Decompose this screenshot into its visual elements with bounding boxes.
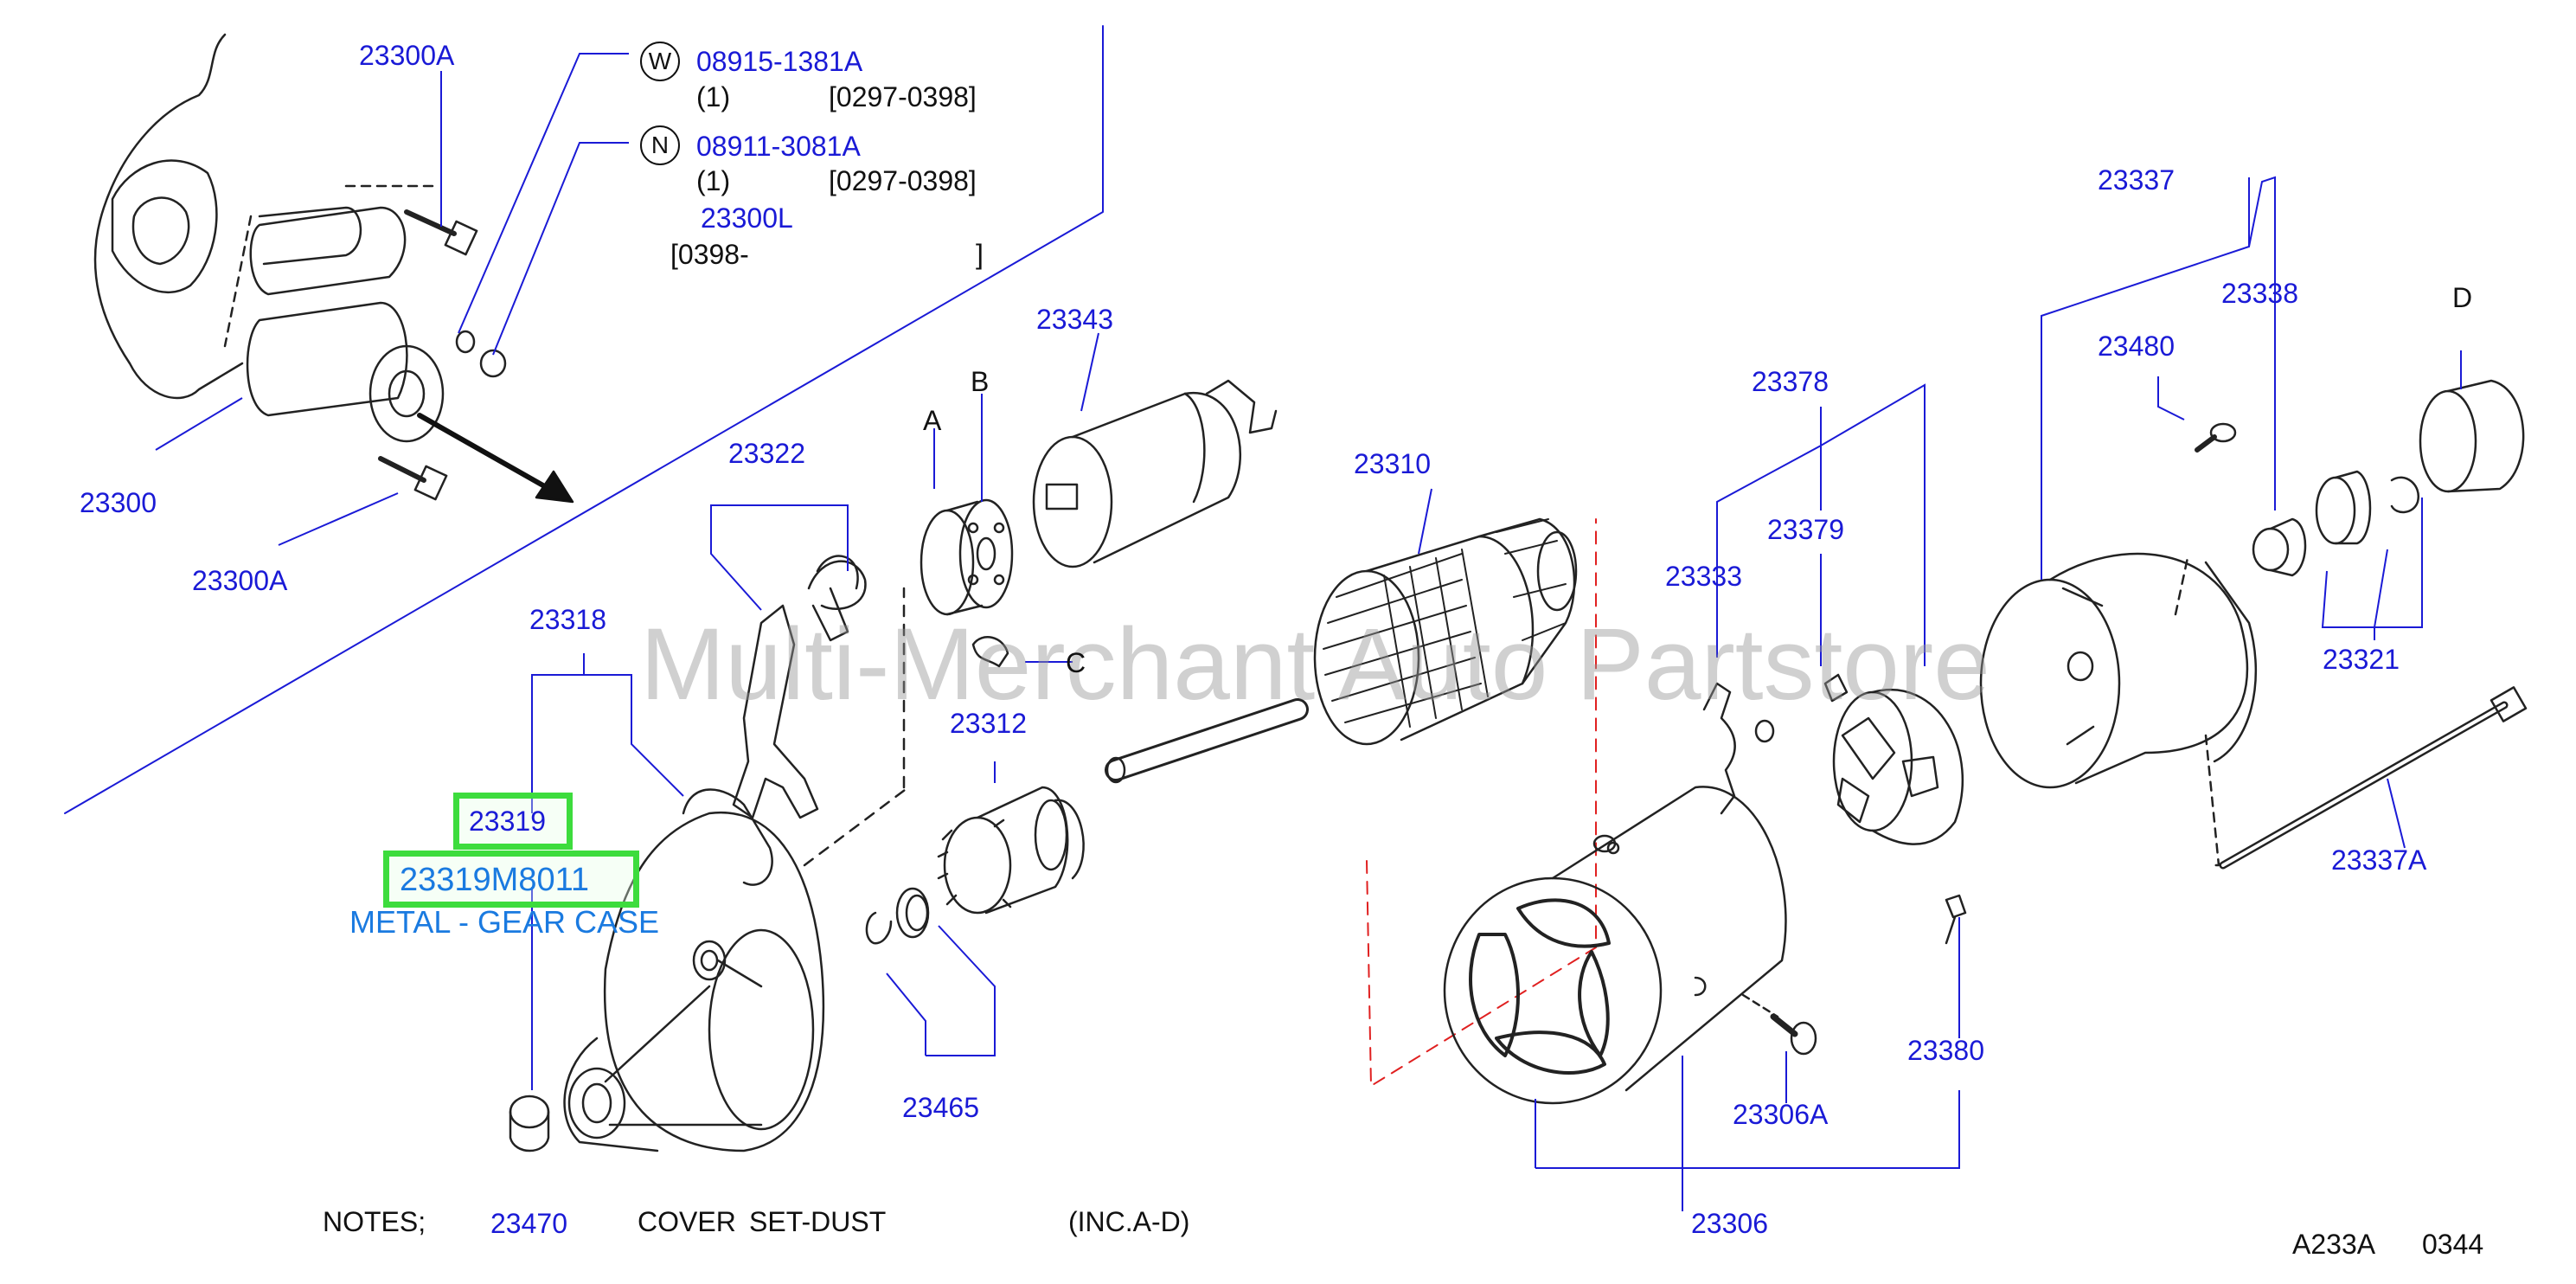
gear-case-body [603, 811, 825, 1152]
cap-D [2419, 379, 2525, 493]
inset-bolt-bottom [378, 456, 448, 501]
label-B: B [971, 366, 990, 397]
brush-holder-23378 [1832, 689, 1964, 845]
callout-23480[interactable]: 23480 [2098, 331, 2175, 362]
date-23300L-close: ] [976, 239, 984, 270]
qty-08915: (1) [696, 81, 731, 112]
inset-washer [455, 330, 476, 354]
inset-starter-body [249, 206, 407, 296]
callout-08911-3081A[interactable]: 08911-3081A [696, 131, 861, 162]
callout-23300L[interactable]: 23300L [701, 202, 793, 234]
screw-23480 [2195, 422, 2237, 453]
yoke-23306 [1443, 786, 1787, 1105]
inset-divider [64, 25, 1104, 814]
snap-ring [865, 911, 893, 945]
callout-23343[interactable]: 23343 [1036, 304, 1113, 335]
gear-case-nose [567, 1067, 626, 1140]
direction-arrow [417, 413, 556, 494]
callout-23306A[interactable]: 23306A [1733, 1099, 1829, 1130]
highlight-23319 [453, 793, 573, 850]
callout-23300A-top[interactable]: 23300A [359, 40, 455, 71]
callout-23338[interactable]: 23338 [2221, 278, 2298, 309]
engine-flange [111, 159, 218, 294]
watermark-text: Multi-Merchant Auto Partstore [640, 607, 1990, 722]
callout-08915-1381A[interactable]: 08915-1381A [696, 46, 863, 77]
screw-23306A [1741, 993, 1817, 1056]
leader-lines [155, 53, 2462, 1211]
notes-desc-cover: COVER [638, 1206, 736, 1237]
qty-08911: (1) [696, 165, 731, 196]
rear-cover-23337 [1979, 552, 2258, 789]
label-C: C [1066, 647, 1086, 678]
gear-case-flange [708, 928, 815, 1131]
callout-23310[interactable]: 23310 [1354, 448, 1431, 479]
brush-23379 [1823, 673, 1849, 703]
callout-23337[interactable]: 23337 [2098, 164, 2175, 196]
callout-23380[interactable]: 23380 [1907, 1035, 1984, 1066]
lever-spring [807, 555, 867, 610]
notes-desc-set-dust: SET-DUST [749, 1206, 887, 1237]
shift-lever [732, 604, 819, 819]
callout-23318[interactable]: 23318 [529, 604, 606, 635]
lead-wire-23333 [1702, 682, 1736, 815]
circled-N-icon: N [640, 125, 680, 165]
callout-23319[interactable]: 23319 [469, 806, 546, 837]
stop-ring [895, 887, 930, 939]
callout-23378[interactable]: 23378 [1752, 366, 1829, 397]
engine-bore [131, 196, 190, 266]
date-08911: [0297-0398] [829, 165, 977, 196]
solenoid-plate-A [920, 500, 984, 616]
bearing-23338 [2315, 470, 2372, 545]
inset-bolt-top [404, 209, 478, 256]
inset-motor [246, 301, 408, 417]
e-ring [2390, 476, 2420, 514]
armature-23310 [1105, 517, 1578, 784]
date-23300L: [0398- [670, 239, 749, 270]
label-A: A [923, 405, 942, 436]
label-D: D [2452, 282, 2473, 313]
bushing-23470 [509, 1095, 550, 1152]
callout-23306[interactable]: 23306 [1691, 1208, 1768, 1239]
callout-23465[interactable]: 23465 [902, 1092, 979, 1123]
link-23319M8011[interactable]: 23319M8011 [400, 862, 590, 898]
date-08915: [0297-0398] [829, 81, 977, 112]
dust-cover-outline [1366, 518, 1597, 1087]
through-bolt-23337A [2219, 686, 2528, 870]
callout-23300A-bottom[interactable]: 23300A [192, 565, 288, 596]
circled-W-icon: W [640, 42, 680, 81]
inset-nut [479, 349, 507, 378]
solenoid-plate-B [958, 498, 1014, 609]
engine-block-outline [93, 33, 244, 400]
notes-part-23470[interactable]: 23470 [490, 1208, 567, 1239]
solenoid-23343 [1032, 379, 1278, 568]
callout-23312[interactable]: 23312 [950, 708, 1027, 739]
callout-23337A[interactable]: 23337A [2331, 844, 2427, 876]
notes-included: (INC.A-D) [1068, 1206, 1190, 1237]
inset-starter-solenoid [258, 206, 362, 266]
highlight-23319M8011 [383, 851, 639, 908]
plunger-C [971, 636, 1009, 668]
notes-label: NOTES; [323, 1206, 426, 1237]
spring-23380 [1945, 894, 1967, 945]
part-description: METAL - GEAR CASE [349, 904, 660, 940]
callout-23322[interactable]: 23322 [728, 438, 805, 469]
callout-23300[interactable]: 23300 [80, 487, 157, 518]
callout-23333[interactable]: 23333 [1665, 561, 1742, 592]
bushing-23321 [2252, 517, 2307, 577]
diagram-code: A233A [2292, 1229, 2376, 1260]
pinion-23312 [937, 786, 1085, 915]
callout-23379[interactable]: 23379 [1767, 514, 1844, 545]
diagram-number: 0344 [2422, 1229, 2484, 1260]
callout-23321[interactable]: 23321 [2323, 644, 2400, 675]
